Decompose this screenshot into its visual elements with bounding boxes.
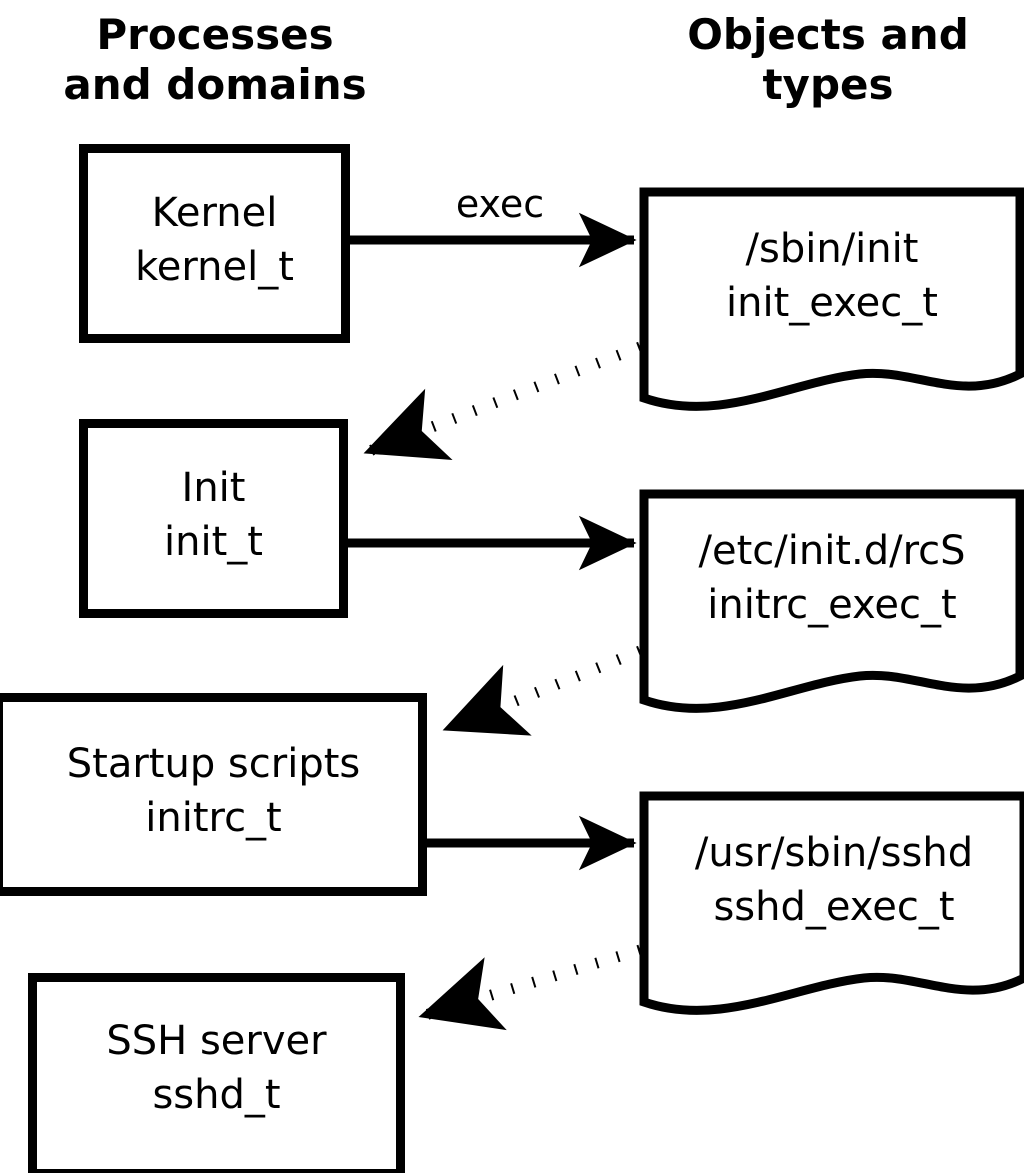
object-shape-initrc_exec[interactable] [639, 489, 1024, 713]
column-title-processes: Processes and domains [63, 10, 367, 109]
edge-init_exec-to-init[interactable] [363, 341, 642, 460]
process-box-init[interactable] [79, 419, 348, 618]
edge-sshd_exec-to-sshd[interactable] [418, 944, 642, 1031]
edge-initrc_exec-to-initrc[interactable] [442, 645, 643, 736]
column-title-objects: Objects and types [687, 10, 969, 109]
object-shape-init_exec[interactable] [639, 187, 1024, 411]
process-box-kernel[interactable] [79, 144, 350, 343]
object-shape-sshd_exec[interactable] [639, 791, 1024, 1015]
edge-label-exec: exec [455, 182, 545, 226]
process-box-initrc[interactable] [0, 693, 427, 896]
process-box-sshd[interactable] [28, 973, 405, 1173]
